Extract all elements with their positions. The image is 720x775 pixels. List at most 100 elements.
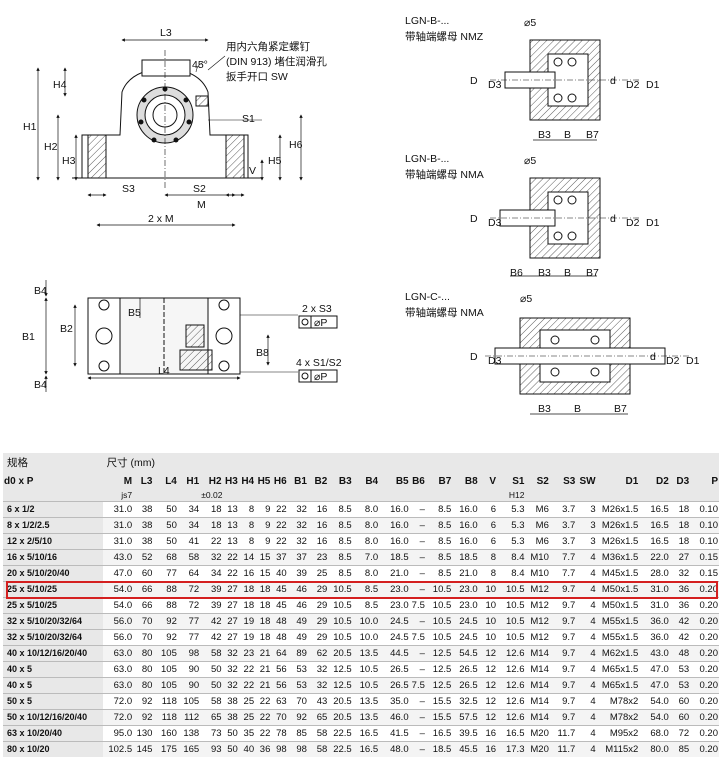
table-cell: – [409, 709, 426, 726]
tolerance-cell [669, 489, 691, 502]
tolerance-cell: H12 [497, 489, 526, 502]
table-cell: 85 [287, 725, 308, 742]
table-cell: 54.5 [452, 645, 479, 662]
table-cell: 25 [238, 693, 256, 710]
table-cell: 13.5 [352, 709, 380, 726]
dim-D-1: D [470, 75, 478, 87]
table-cell: 20.5 [328, 709, 353, 726]
table-cell: 16 [307, 501, 329, 518]
table-cell: 16 [478, 725, 498, 742]
table-cell: 24.5 [452, 613, 479, 630]
table-cell: 53 [669, 677, 691, 694]
table-cell: 43.0 [639, 645, 670, 662]
table-cell: 60 [669, 709, 691, 726]
table-cell: M12 [525, 613, 550, 630]
table-cell: 16.0 [452, 517, 479, 534]
table-cell: 42 [200, 629, 223, 646]
dim-B8: B8 [256, 347, 269, 359]
tolerance-cell [133, 489, 154, 502]
table-cell: 10.5 [497, 581, 526, 598]
tolerance-cell [478, 489, 498, 502]
table-cell: 0.20 [690, 709, 719, 726]
table-cell: M26x1.5 [596, 517, 640, 534]
table-cell: 16.5 [639, 501, 670, 518]
table-cell: 24.5 [379, 629, 410, 646]
table-cell: 20.5 [328, 693, 353, 710]
table-cell: 10.5 [497, 629, 526, 646]
table-cell: 24.5 [379, 613, 410, 630]
table-cell: M12 [525, 629, 550, 646]
table-cell: 12.5 [425, 677, 453, 694]
dim-d-2: d [610, 213, 616, 225]
tolerance-cell [238, 489, 256, 502]
table-cell: 8 [238, 517, 256, 534]
table-cell: 31.0 [639, 581, 670, 598]
table-cell: 9.7 [549, 693, 577, 710]
table-cell: 27 [222, 613, 239, 630]
table-cell: 0.20 [690, 581, 719, 598]
tolerance-cell [352, 489, 380, 502]
table-cell: M20 [525, 741, 550, 757]
tolerance-cell [452, 489, 479, 502]
table-cell: 93 [200, 741, 223, 757]
table-cell: 14 [238, 549, 256, 566]
table-cell: 18 [238, 597, 256, 614]
variant-1-desc: 带轴端螺母 NMZ [405, 30, 484, 43]
table-cell: 19 [238, 629, 256, 646]
table-cell: 88 [153, 581, 178, 598]
table-cell: 19 [238, 613, 256, 630]
table-cell: 47.0 [639, 677, 670, 694]
table-cell: 58 [177, 549, 201, 566]
table-cell: 12.6 [497, 693, 526, 710]
table-cell: 4 [576, 549, 597, 566]
table-cell: 80.0 [639, 741, 670, 757]
table-cell: M45x1.5 [596, 565, 640, 582]
table-cell: 58 [307, 741, 329, 757]
technical-drawings: L3 H4 H1 H2 H3 S1 H6 H5 V S3 S2 M 2 x M … [22, 15, 700, 415]
table-cell: – [409, 693, 426, 710]
table-cell: 29 [307, 629, 329, 646]
variant-2-code: LGN-B-... [405, 153, 449, 165]
table-cell: 6 [478, 501, 498, 518]
table-cell: 9.7 [549, 645, 577, 662]
table-cell: 12.6 [497, 645, 526, 662]
table-cell: 29 [307, 581, 329, 598]
tolerance-cell [379, 489, 410, 502]
table-cell: 21.0 [379, 565, 410, 582]
table-cell: 18 [238, 581, 256, 598]
table-cell: 0.20 [690, 629, 719, 646]
table-cell: 72.0 [102, 709, 134, 726]
tolerance-cell [549, 489, 577, 502]
table-cell: 40 [271, 565, 288, 582]
table-cell: 22 [255, 725, 272, 742]
table-cell: 12 [478, 661, 498, 678]
table-cell: 47.0 [639, 661, 670, 678]
table-cell: M65x1.5 [596, 677, 640, 694]
table-cell: M12 [525, 597, 550, 614]
table-cell: M14 [525, 661, 550, 678]
dim-D1-1: D1 [646, 79, 660, 91]
table-cell: 10.5 [425, 581, 453, 598]
col-header-15: B6 [409, 473, 426, 489]
table-cell: 36 [669, 597, 691, 614]
table-cell: 9.7 [549, 581, 577, 598]
variant-nma-drawing [490, 177, 640, 277]
dim-H2: H2 [44, 141, 58, 153]
dim-H4: H4 [53, 79, 67, 91]
table-cell: – [409, 565, 426, 582]
phi5-1: ⌀5 [524, 17, 536, 29]
table-cell: 145 [133, 741, 154, 757]
table-cell: 21 [255, 645, 272, 662]
table-cell: 7.5 [409, 677, 426, 694]
table-cell: 18.5 [425, 741, 453, 757]
table-cell: 64 [271, 645, 288, 662]
table-cell: 32 [222, 645, 239, 662]
col-header-25: D3 [669, 473, 691, 489]
dim-B-3: B [574, 403, 581, 415]
table-cell: 15 [255, 549, 272, 566]
col-header-26: P [690, 473, 719, 489]
table-cell: 73 [200, 725, 223, 742]
